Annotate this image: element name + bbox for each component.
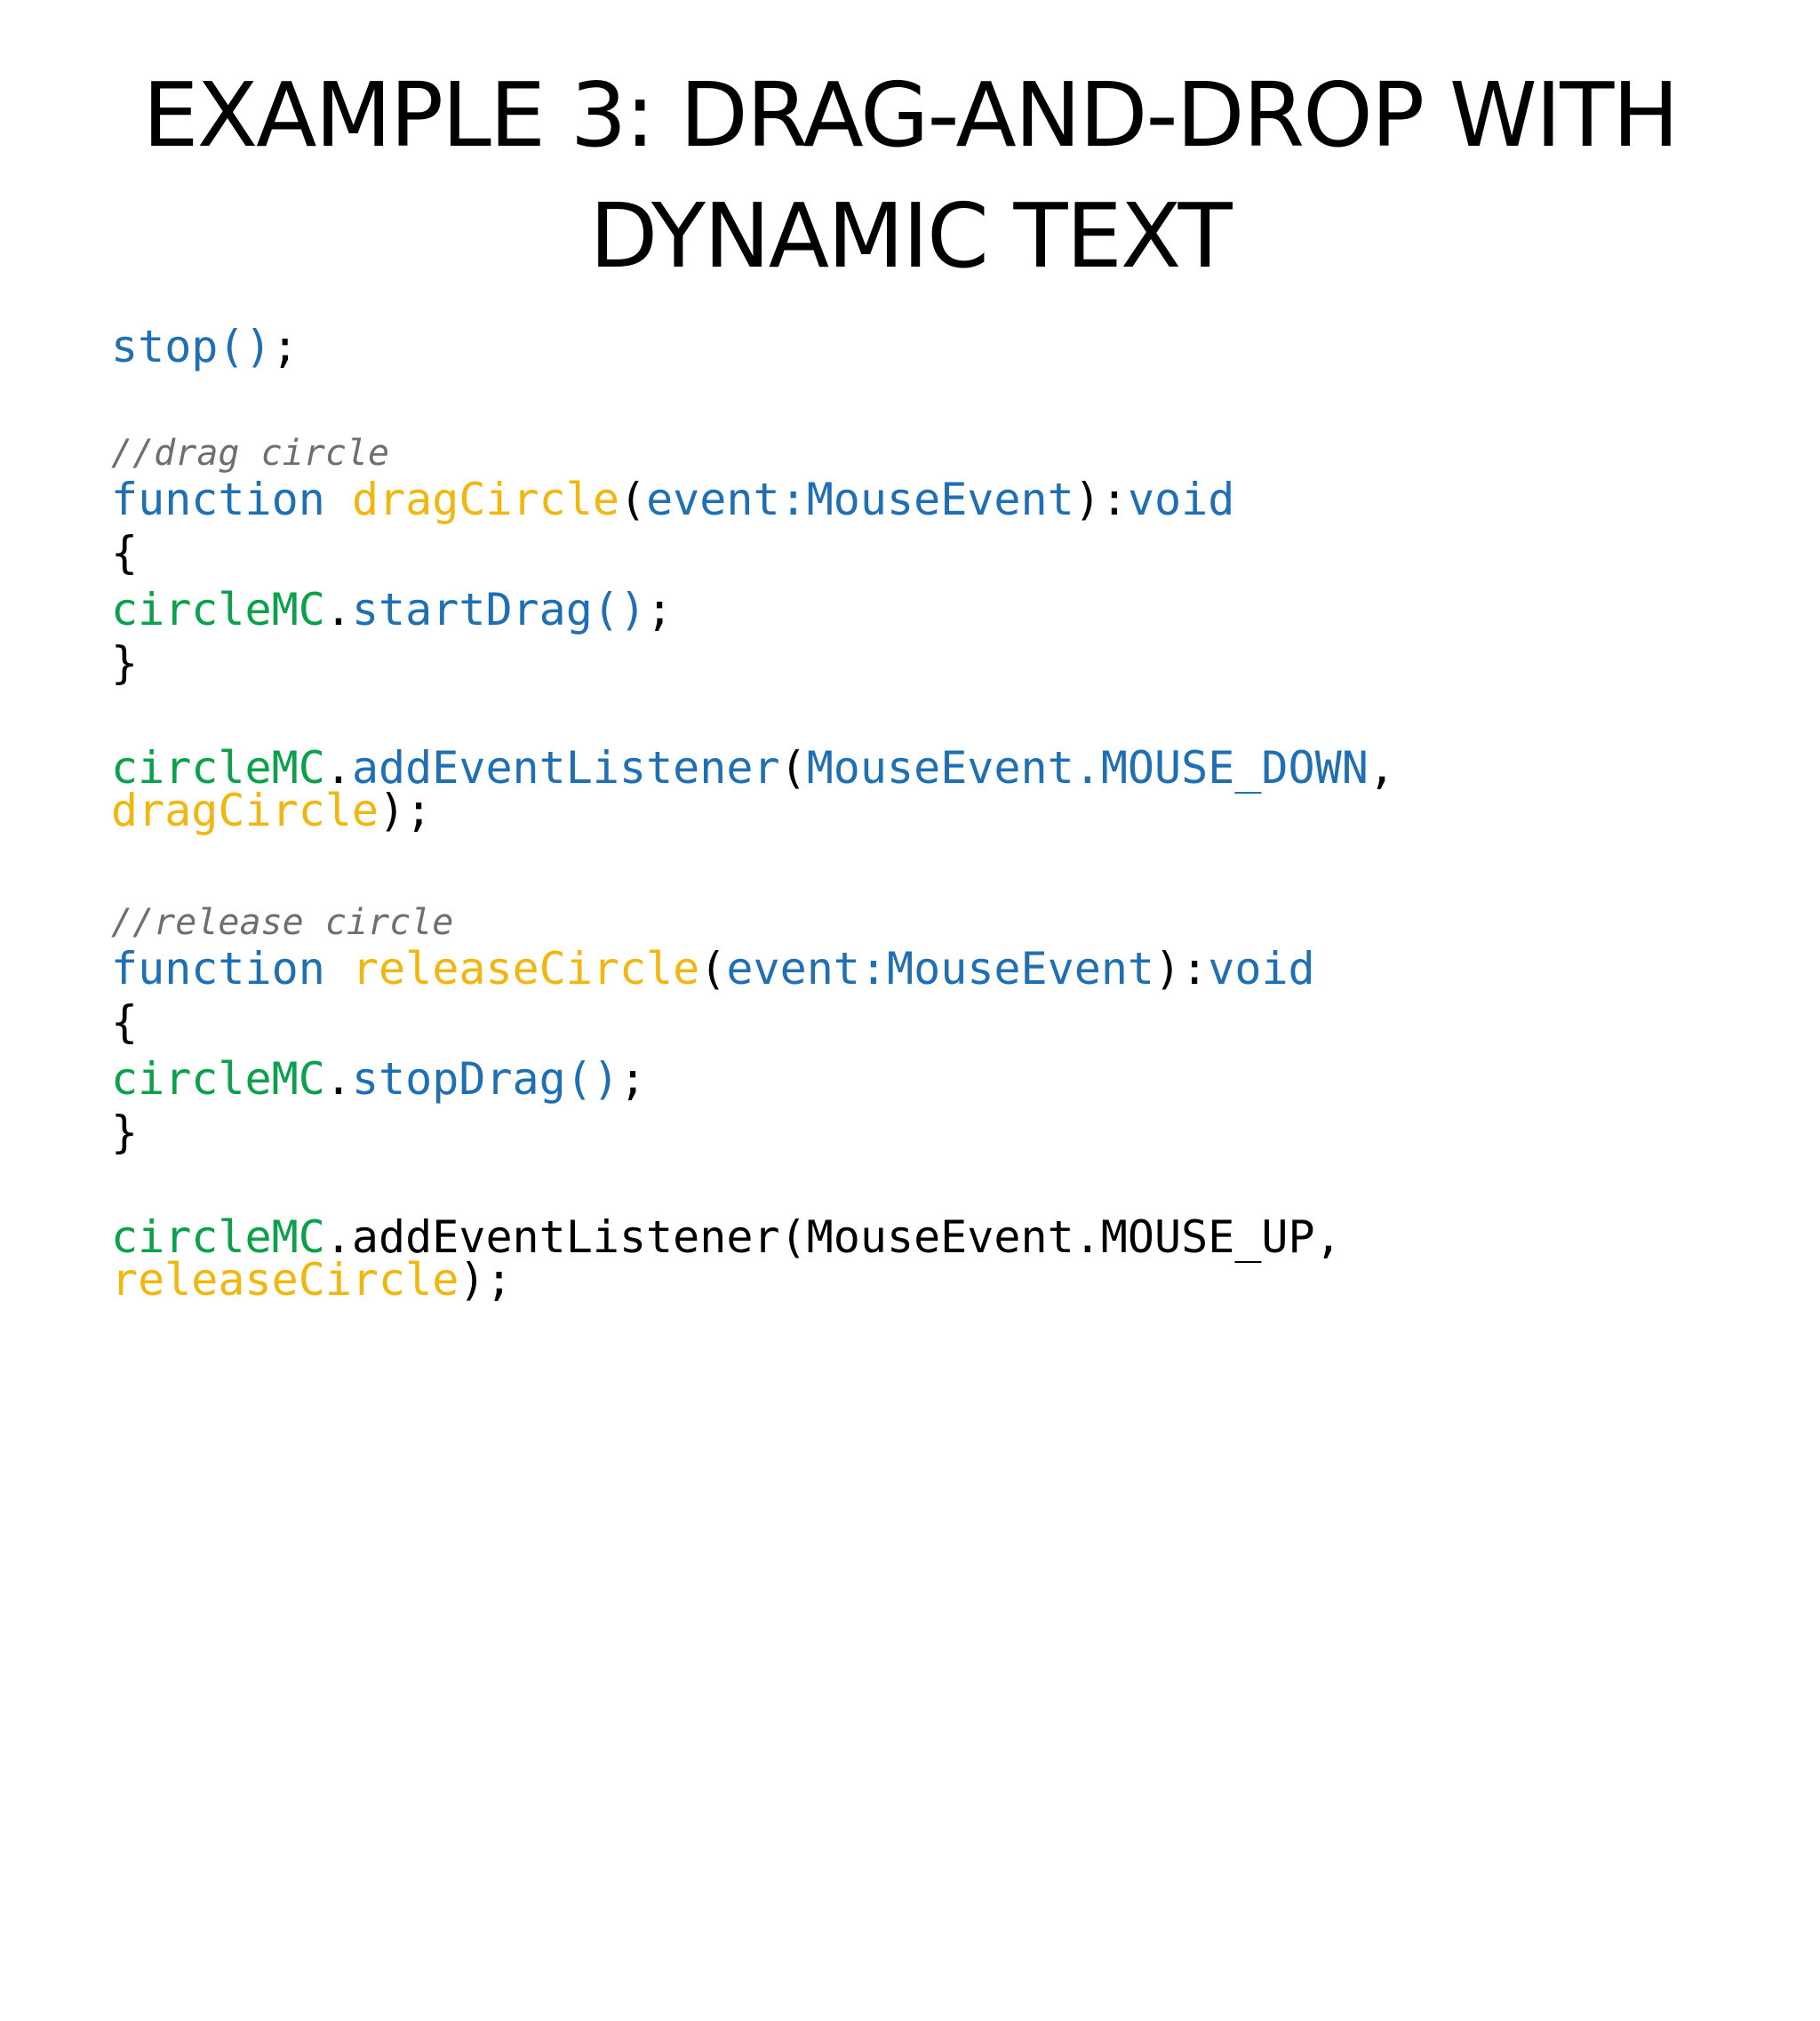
code-token: void bbox=[1208, 943, 1315, 995]
code-token: releaseCircle bbox=[351, 943, 700, 995]
code-line-function-releasecircle: function releaseCircle(event:MouseEvent)… bbox=[111, 942, 1315, 995]
code-token: ; bbox=[646, 584, 674, 635]
code-token: startDrag() bbox=[351, 584, 647, 635]
code-token: MouseEvent.MOUSE_DOWN bbox=[806, 742, 1369, 794]
code-line-add-listener-up: circleMC.addEventListener(MouseEvent.MOU… bbox=[111, 1210, 1342, 1264]
code-line-dragcircle-arg: dragCircle); bbox=[111, 784, 432, 837]
code-line-startdrag: circleMC.startDrag(); bbox=[111, 583, 673, 636]
code-token: circleMC bbox=[111, 1211, 325, 1263]
code-comment-drag: //drag circle bbox=[111, 433, 390, 474]
code-token: dragCircle bbox=[111, 785, 379, 836]
code-token: addEventListener bbox=[351, 742, 780, 794]
code-line-open-brace: { bbox=[111, 527, 139, 579]
code-token: releaseCircle bbox=[111, 1254, 459, 1306]
code-token: ( bbox=[779, 742, 807, 794]
slide: EXAMPLE 3: DRAG-AND-DROP WITH DYNAMIC TE… bbox=[89, 55, 1731, 1306]
code-token: , bbox=[1368, 742, 1395, 794]
code-token: event:MouseEvent bbox=[646, 474, 1074, 525]
code-token: circleMC bbox=[111, 1053, 325, 1105]
slide-title-line-1: EXAMPLE 3: DRAG-AND-DROP WITH bbox=[142, 63, 1679, 167]
code-token: ; bbox=[271, 321, 299, 372]
code-token: . bbox=[324, 1053, 352, 1105]
code-line-open-brace-2: { bbox=[111, 996, 139, 1048]
code-line-close-brace: } bbox=[111, 637, 139, 689]
code-token: stop() bbox=[111, 321, 272, 372]
code-token: ( bbox=[619, 474, 647, 525]
code-token: ; bbox=[619, 1053, 647, 1105]
code-line-add-listener-down: circleMC.addEventListener(MouseEvent.MOU… bbox=[111, 741, 1395, 795]
code-line-releasecircle-arg: releaseCircle); bbox=[111, 1253, 513, 1306]
code-token: ): bbox=[1074, 474, 1128, 525]
code-token: circleMC bbox=[111, 742, 325, 794]
code-token: . bbox=[324, 742, 352, 794]
code-token: . bbox=[324, 584, 352, 635]
code-token: function bbox=[111, 943, 352, 995]
code-token: .addEventListener(MouseEvent.MOUSE_UP, bbox=[324, 1211, 1342, 1263]
code-comment-release: //release circle bbox=[111, 902, 454, 943]
code-token: ); bbox=[379, 785, 433, 836]
code-token: ); bbox=[459, 1254, 513, 1306]
code-line-stopdrag: circleMC.stopDrag(); bbox=[111, 1052, 646, 1106]
code-token: event:MouseEvent bbox=[726, 943, 1155, 995]
code-block: stop(); //drag circle function dragCircl… bbox=[111, 320, 1395, 2021]
code-token: dragCircle bbox=[351, 474, 619, 525]
slide-title-line-2: DYNAMIC TEXT bbox=[589, 184, 1232, 288]
code-token: ): bbox=[1154, 943, 1209, 995]
code-token: stopDrag() bbox=[351, 1053, 619, 1105]
code-token: ( bbox=[699, 943, 727, 995]
code-token: function bbox=[111, 474, 352, 525]
code-line-close-brace-2: } bbox=[111, 1106, 139, 1158]
code-token: void bbox=[1127, 474, 1235, 525]
code-token: circleMC bbox=[111, 584, 325, 635]
code-line-stop: stop(); bbox=[111, 320, 299, 373]
code-line-function-dragcircle: function dragCircle(event:MouseEvent):vo… bbox=[111, 473, 1234, 526]
slide-title: EXAMPLE 3: DRAG-AND-DROP WITH DYNAMIC TE… bbox=[89, 55, 1731, 297]
